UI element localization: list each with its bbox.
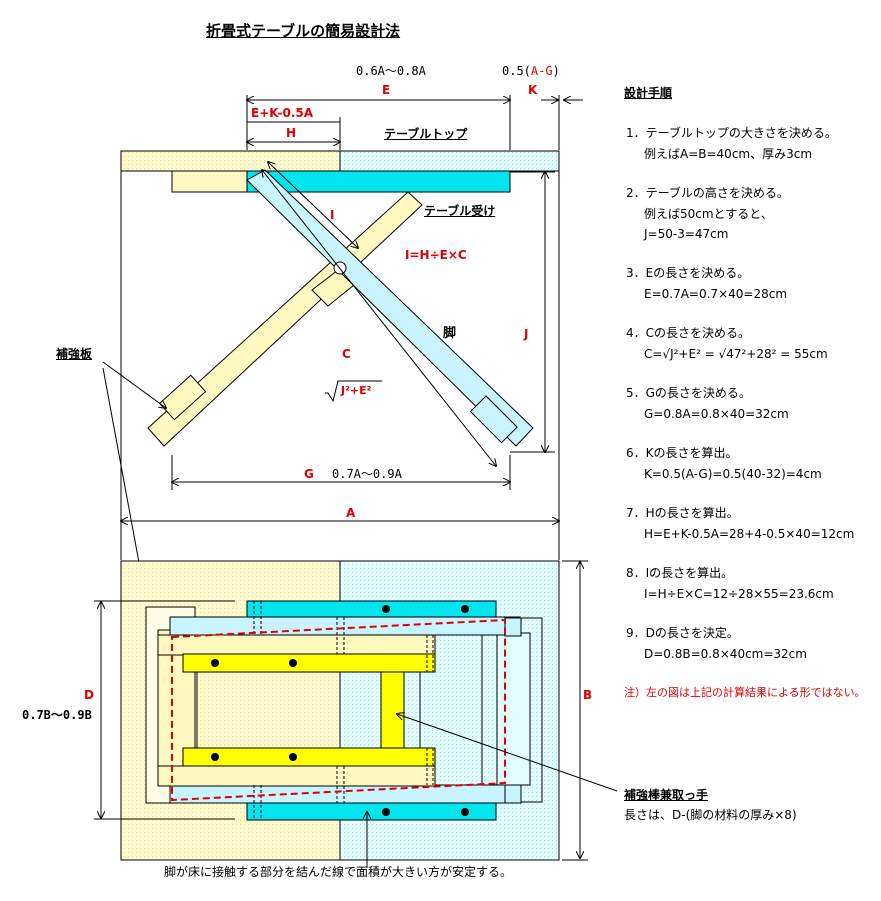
label-table-top: テーブルトップ: [384, 127, 468, 141]
leg-yellow: [147, 191, 423, 447]
step-5: 5．Gの長さを決める。: [626, 386, 751, 400]
step-4-value: C=√J²+E² = √47²+28² = 55cm: [644, 347, 828, 361]
formula-sqrt: J²+E²: [341, 384, 372, 397]
step-1: 1．テーブルトップの大きさを決める。: [626, 126, 837, 140]
label-EK: E+K-0.5A: [251, 106, 314, 120]
label-D: D: [84, 688, 94, 702]
label-J: J: [524, 327, 529, 341]
step-3: 3．Eの長さを決める。: [626, 266, 750, 280]
step-9: 9．Dの長さを決定。: [626, 626, 739, 640]
diagram-note: 注）左の図は上記の計算結果による形ではない。: [624, 686, 866, 699]
side-view: [102, 95, 583, 622]
label-I: I: [330, 208, 335, 222]
receiver-cyan: [246, 170, 511, 193]
dim-e-range: 0.6A～0.8A: [356, 64, 426, 78]
formula-I: I=H÷E×C: [405, 248, 467, 262]
plan-view: [94, 560, 618, 868]
dim-D-range: 0.7B～0.9B: [22, 708, 92, 722]
label-B: B: [583, 688, 593, 702]
label-E: E: [382, 83, 391, 97]
step-1-detail: 例えばA=B=40cm、厚み3cm: [644, 147, 813, 161]
step-8: 8．Iの長さを算出。: [626, 566, 734, 580]
table-top-left: [120, 150, 341, 172]
label-reinforce-plate: 補強板: [56, 347, 93, 361]
leg-foot-yellow: [158, 374, 207, 421]
label-table-receiver: テーブル受け: [424, 204, 496, 218]
steps-heading: 設計手順: [624, 86, 673, 100]
step-7-value: H=E+K-0.5A=28+4-0.5×40=12cm: [644, 527, 855, 541]
label-G: G: [304, 467, 314, 481]
step-7: 7．Hの長さを算出。: [626, 506, 739, 520]
table-top-right: [339, 150, 560, 172]
label-A: A: [346, 506, 356, 520]
rail-yellow-bottom: [182, 747, 436, 767]
label-C: C: [342, 347, 351, 361]
footer-note: 脚が床に接触する部分を結んだ線で面積が大きい方が安定する。: [164, 865, 513, 879]
sqrt-symbol: [325, 380, 382, 403]
label-H: H: [286, 126, 297, 140]
bar-length-note: 長さは、D-(脚の材料の厚み×8): [624, 808, 797, 822]
step-5-value: G=0.8A=0.8×40=32cm: [644, 407, 789, 421]
stability-outline: [171, 618, 506, 802]
step-2-detail: 例えば50cmとすると、: [644, 207, 773, 221]
dim-k-formula: 0.5(A-G): [502, 64, 560, 78]
label-bar-handle: 補強棒兼取っ手: [624, 788, 709, 802]
step-4: 4．Cの長さを決める。: [626, 326, 751, 340]
step-2: 2．テーブルの高さを決める。: [626, 186, 789, 200]
step-2-value: J=50-3=47cm: [644, 227, 729, 241]
receiver-yellow: [171, 170, 248, 193]
step-3-value: E=0.7A=0.7×40=28cm: [644, 287, 788, 301]
step-6: 6．Kの長さを算出。: [626, 446, 738, 460]
label-K: K: [528, 83, 538, 97]
step-9-value: D=0.8B=0.8×40cm=32cm: [644, 647, 807, 661]
rail-cyan-bottom: [246, 801, 497, 821]
page-title: 折畳式テーブルの簡易設計法: [206, 22, 401, 40]
rail-cyan-top: [246, 600, 497, 620]
step-6-value: K=0.5(A-G)=0.5(40-32)=4cm: [644, 467, 822, 481]
label-leg: 脚: [443, 326, 457, 341]
rail-yellow-top: [182, 653, 436, 673]
step-8-value: I=H÷E×C=12÷28×55=23.6cm: [644, 587, 834, 601]
dim-C-line: [262, 170, 496, 466]
center-bar: [380, 671, 405, 749]
dim-G-range: 0.7A～0.9A: [332, 467, 402, 481]
